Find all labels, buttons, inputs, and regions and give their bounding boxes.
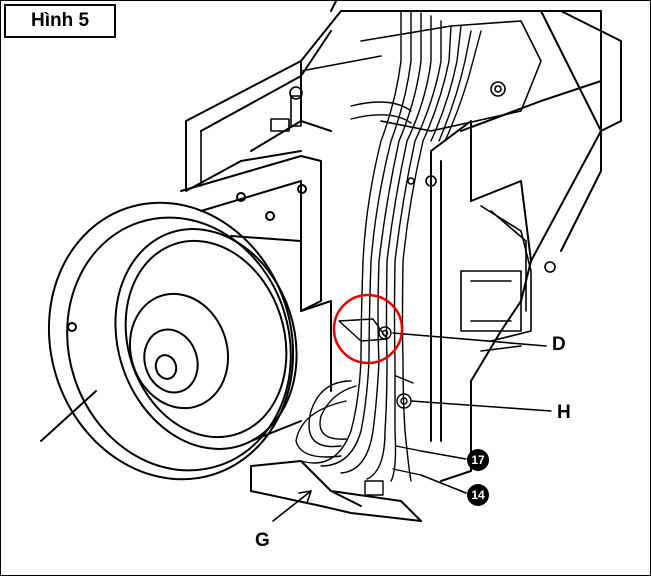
highlight-circle bbox=[332, 293, 404, 365]
callout-14: 14 bbox=[467, 484, 489, 506]
callout-17: 17 bbox=[467, 449, 489, 471]
leader-lines bbox=[272, 332, 552, 522]
wire-harness bbox=[295, 10, 482, 496]
top-plate-details bbox=[200, 20, 556, 273]
handwheel bbox=[40, 201, 302, 481]
bed-base bbox=[250, 460, 422, 522]
callout-g: G bbox=[255, 530, 270, 551]
motor-housing bbox=[180, 150, 332, 392]
callout-h: H bbox=[557, 402, 571, 423]
right-side-parts bbox=[460, 205, 532, 352]
figure-label: Hình 5 bbox=[4, 4, 116, 38]
callout-d: D bbox=[552, 334, 566, 355]
